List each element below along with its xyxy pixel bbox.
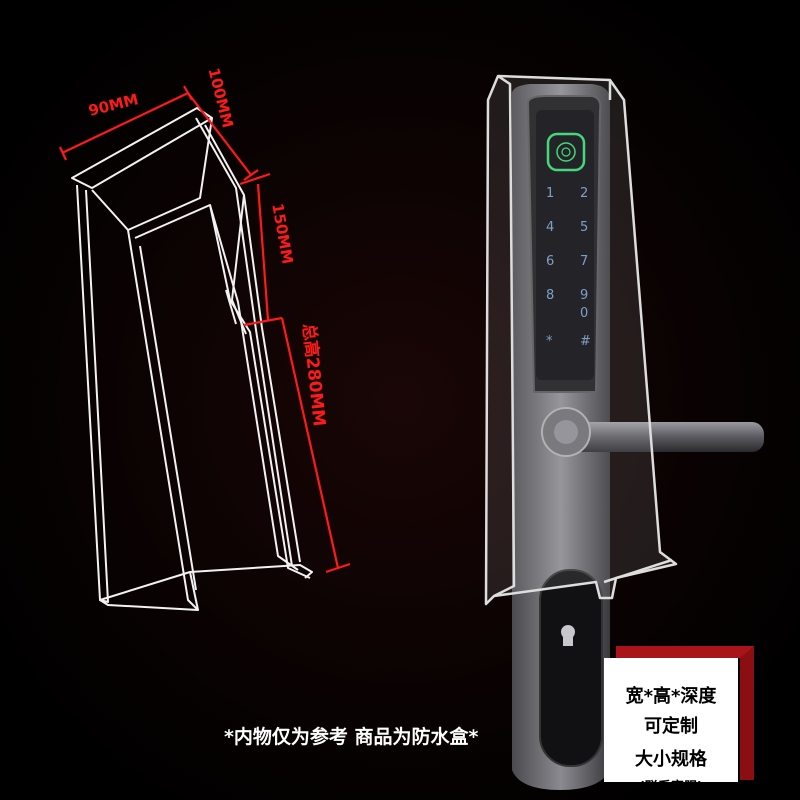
key-8: 8: [546, 288, 555, 303]
transparent-cover: [484, 74, 678, 606]
key-2: 2: [580, 186, 589, 201]
key-9: 9: [580, 288, 589, 303]
key-0: 0: [580, 306, 589, 321]
key-4: 4: [546, 220, 555, 235]
badge-line-contact: (联系客服): [639, 780, 703, 795]
door-lock: [511, 84, 764, 790]
key-1: 1: [546, 186, 555, 201]
wireframe-box: [71, 107, 313, 611]
key-star: *: [546, 334, 553, 349]
badge-frame: [616, 646, 754, 780]
reference-note: *内物仅为参考 商品为防水盒*: [224, 726, 479, 748]
badge-line-size: 宽*高*深度: [625, 686, 717, 707]
key-6: 6: [546, 254, 555, 269]
badge-box: 宽*高*深度 可定制 大小规格 (联系客服): [604, 658, 738, 795]
key-5: 5: [580, 220, 589, 235]
customization-badge: 宽*高*深度 可定制 大小规格 (联系客服): [604, 646, 754, 795]
dimension-lines: [59, 85, 351, 574]
badge-line-custom: 可定制: [644, 716, 698, 737]
badge-line-spec: 大小规格: [635, 749, 707, 770]
key-7: 7: [580, 254, 589, 269]
key-hash: #: [580, 334, 591, 349]
